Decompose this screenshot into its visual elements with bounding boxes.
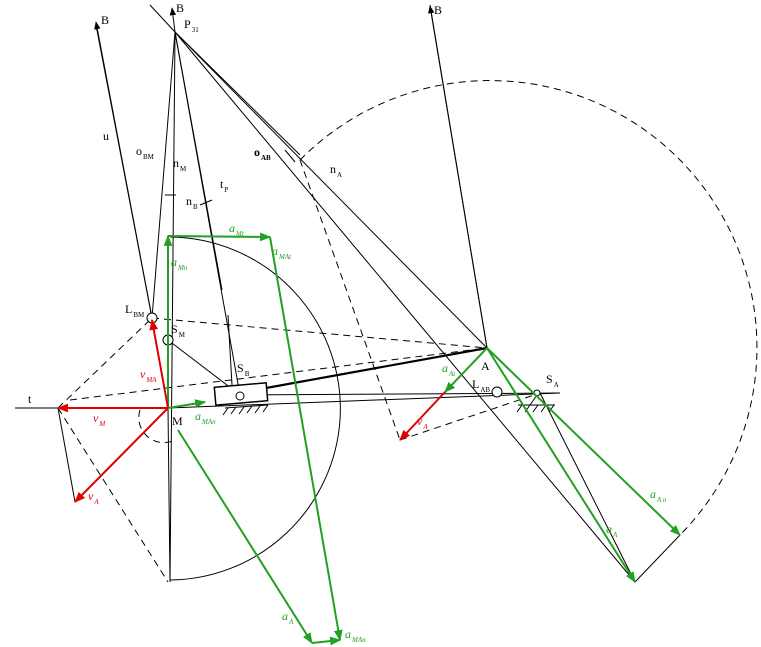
label-n-M: nM [173,156,187,173]
vector-a-A-bottom [177,429,313,644]
vector-v-A-right [399,391,446,441]
label-v-MA: vMA [140,367,157,384]
joint-SB [235,391,245,401]
label-a-MAn-bottom: aMAn [345,627,366,644]
dashed-left-1 [57,317,153,409]
vector-v-MA [149,318,169,409]
label-B-right: B [434,3,442,17]
label-L-AB: LAB [472,377,490,394]
label-B-top: B [176,1,184,15]
dashed-mid [399,392,541,441]
ground-slider [224,404,269,409]
vector-a-MAn-bottom [311,636,342,646]
line-slider-rod [227,314,233,386]
line-vertical-M [167,407,171,583]
line-p31-topleft [149,4,176,33]
label-a-Mt: aMt [229,221,245,238]
dashed-left-3 [69,347,488,401]
label-B-left: B [101,13,109,27]
line-p31-down [169,31,176,583]
label-P31: P31 [184,17,199,34]
ground-hatch-slider [222,404,269,416]
label-M: M [172,414,183,428]
line-SA-down [539,392,636,583]
vector-a-A-right [486,347,636,583]
arrow-B-right [428,5,488,349]
vector-a-Mt [167,232,272,242]
line-t-down [57,407,76,503]
vector-a-An [486,347,681,536]
joint-LAB [491,386,503,398]
label-a-An: aA n [650,487,667,504]
label-A: A [481,359,490,373]
line-tick-nB [199,199,213,206]
line-bottom-right [634,534,681,583]
link-slider-A [254,346,488,392]
arrow-B-top [169,7,177,33]
line-p31-A [174,31,488,349]
dashed-LBM-A [151,317,488,349]
dashed-left-2 [57,407,169,583]
vector-a-At [444,347,488,393]
label-t: t [28,392,32,406]
label-S-M: SM [171,322,186,339]
dashed-oAB [299,159,401,441]
label-t-P: tP [220,177,228,194]
line-long-diag [174,31,636,583]
label-o-BM: oBM [136,144,155,161]
label-v-A-left: vA [88,489,99,506]
vector-a-MAn-mid [167,399,207,409]
line-p31-LBM [151,31,176,319]
label-S-B: SB [237,361,250,378]
label-S-A: SA [546,372,559,389]
label-a-MAt: aMAt [272,244,292,261]
label-a-A-right: aA [606,522,618,539]
label-n-A: nA [330,162,342,179]
arrow-B-left [94,21,153,319]
dashed-arc-M [138,409,176,444]
dashed-circle-A [299,80,758,536]
label-a-Mn: aMn [171,255,188,272]
label-a-At: aAt [442,361,456,378]
line-p31-A-2 [174,31,301,156]
vector-v-A-left [74,407,169,503]
label-L-BM: LBM [125,302,145,319]
label-v-M: vM [93,411,106,428]
label-a-MAn-mid: aMAn [195,409,216,426]
solid-arc-slider [169,236,341,581]
line-tick-oAB [284,149,296,163]
label-o-AB: oAB [254,145,271,162]
label-n-B: nB [186,194,198,211]
line-p31-tp [174,31,223,291]
line-SB-SA [239,392,561,396]
label-u: u [103,129,109,143]
label-v-A-right: vA [417,414,428,431]
vector-a-MAt [269,236,343,642]
label-a-A-bottom: aA [282,609,294,626]
